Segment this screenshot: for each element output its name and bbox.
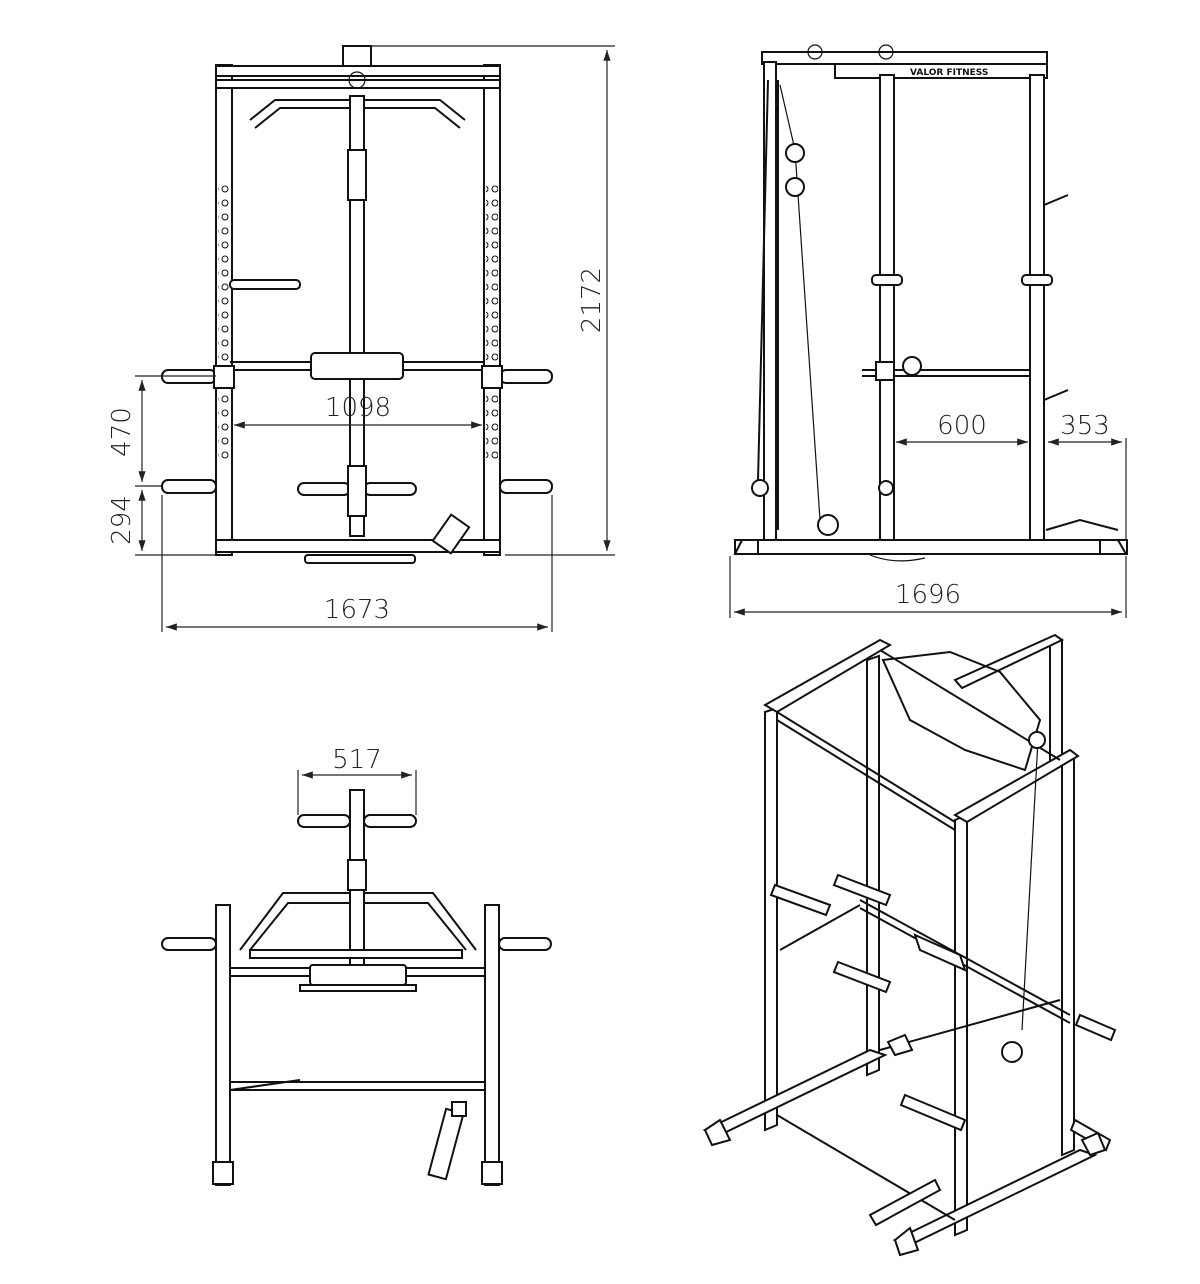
dim-front-height: 2172: [577, 267, 607, 333]
side-dimensions: 600 353 1696: [729, 411, 1127, 618]
dim-front-bottom-peg: 294: [107, 495, 137, 545]
isometric-view: [702, 633, 1117, 1257]
top-dimensions: 517: [297, 745, 417, 815]
dim-side-rear: 353: [1060, 411, 1110, 441]
dim-side-depth: 1696: [895, 580, 961, 610]
dim-side-inner: 600: [937, 411, 987, 441]
top-view: [161, 789, 552, 1186]
side-view: VALOR FITNESS: [733, 44, 1128, 562]
front-dimensions: 2172 1098 470 294 1673: [107, 45, 615, 632]
dim-front-inner: 1098: [325, 393, 391, 423]
dim-top-handle: 517: [332, 745, 382, 775]
brand-label: VALOR FITNESS: [910, 68, 988, 78]
dim-front-peg-spacing: 470: [107, 407, 137, 457]
front-view: [161, 45, 553, 564]
dim-front-outer-width: 1673: [324, 595, 390, 625]
